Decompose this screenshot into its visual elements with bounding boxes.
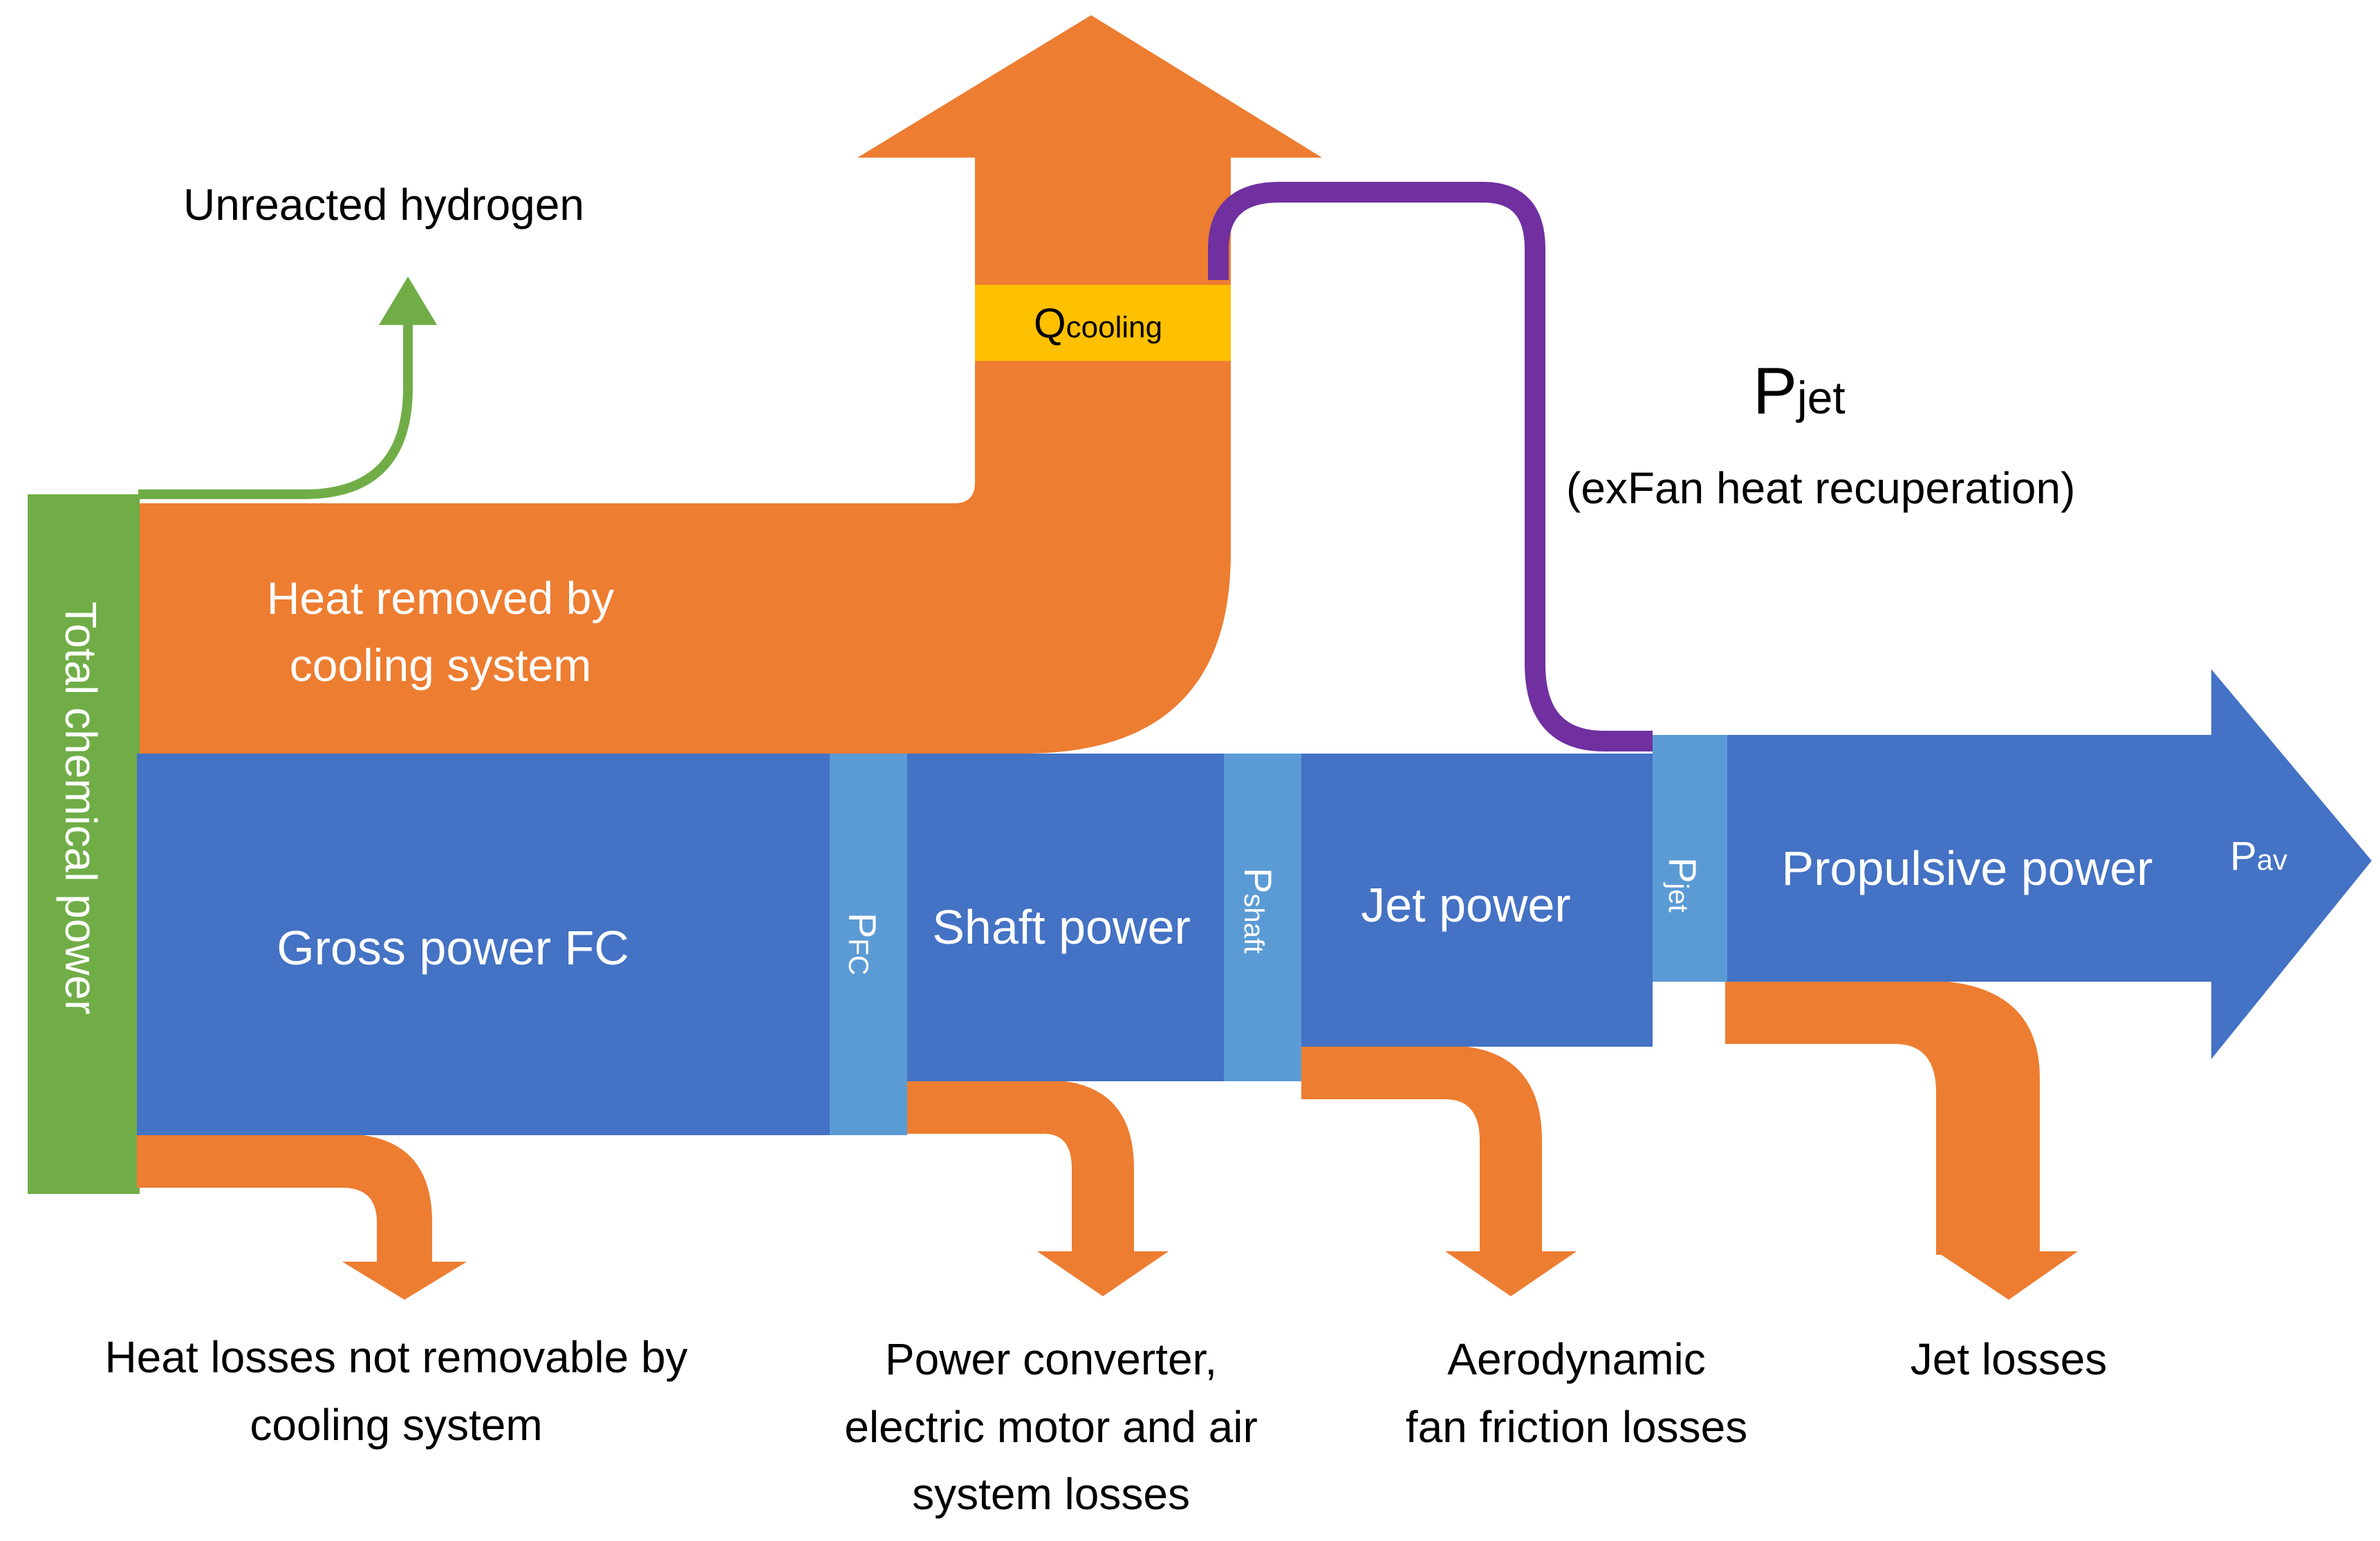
heat-losses-label-line2: cooling system xyxy=(250,1400,542,1450)
propulsive-power-label: Propulsive power xyxy=(1782,841,2153,895)
power-converter-losses-arrowhead xyxy=(1037,1251,1169,1296)
jet-losses-arrow-body xyxy=(1725,980,2040,1255)
shaft-power-label: Shaft power xyxy=(932,900,1191,954)
total-chemical-power-label: Total chemical power xyxy=(56,601,106,1015)
gross-power-fc-label: Gross power FC xyxy=(277,921,629,975)
power-converter-label-line2: electric motor and air xyxy=(844,1402,1258,1452)
propulsive-power-flow xyxy=(1653,735,2213,982)
total-chemical-power-bar xyxy=(28,494,140,1194)
jet-power-label: Jet power xyxy=(1361,878,1570,932)
pjet-top-label: Pjet xyxy=(1753,354,1846,428)
unreacted-hydrogen-label: Unreacted hydrogen xyxy=(183,180,584,230)
pshaft-label: Pshaft xyxy=(1236,868,1280,953)
pjet-top-sub: jet xyxy=(1796,372,1846,423)
jet-losses-arrowhead xyxy=(1936,1251,2078,1300)
heat-removed-flow xyxy=(137,138,1231,754)
pav-label: Pav xyxy=(2230,834,2287,879)
pfc-label: PFC xyxy=(841,913,884,975)
pfc-main: P xyxy=(841,913,884,938)
pav-main: P xyxy=(2230,834,2257,879)
heat-removed-label-line2: cooling system xyxy=(290,639,592,691)
heat-removed-arrowhead xyxy=(857,15,1322,158)
pjet-mid-main: P xyxy=(1661,857,1704,883)
pfc-sub: FC xyxy=(843,938,873,975)
jet-power-flow xyxy=(1301,754,1653,1047)
power-converter-label-line1: Power converter, xyxy=(885,1334,1217,1384)
heat-losses-arrow-body xyxy=(137,1134,432,1265)
power-converter-label-line3: system losses xyxy=(912,1469,1190,1519)
pjet-recuperation-line xyxy=(1208,182,1653,751)
heat-losses-label-line1: Heat losses not removable by xyxy=(104,1332,687,1382)
unreacted-hydrogen-arrow xyxy=(138,325,413,499)
pshaft-sub: shaft xyxy=(1238,893,1269,953)
q-cooling-sub: cooling xyxy=(1066,310,1162,344)
q-cooling-band xyxy=(975,285,1231,361)
unreacted-hydrogen-arrowhead xyxy=(379,277,437,325)
jet-losses-label: Jet losses xyxy=(1910,1334,2108,1384)
q-cooling-main: Q xyxy=(1034,300,1066,346)
pjet-mid-sub: jet xyxy=(1663,882,1693,912)
pshaft-main: P xyxy=(1236,868,1280,893)
pjet-band xyxy=(1653,735,1727,982)
gross-power-fc-flow xyxy=(137,754,907,1135)
pjet-mid-label: Pjet xyxy=(1661,857,1704,913)
pshaft-band xyxy=(1224,754,1301,1081)
aero-losses-label-line1: Aerodynamic xyxy=(1447,1334,1706,1384)
aero-losses-label-line2: fan friction losses xyxy=(1406,1402,1747,1452)
pav-sub: av xyxy=(2257,843,2287,876)
heat-losses-arrowhead xyxy=(342,1262,467,1300)
q-cooling-label: Qcooling xyxy=(1034,300,1162,346)
exfan-note-label: (exFan heat recuperation) xyxy=(1566,463,2075,513)
pjet-top-main: P xyxy=(1753,354,1797,428)
aero-losses-arrowhead xyxy=(1445,1251,1577,1296)
pfc-band xyxy=(830,754,907,1135)
power-converter-losses-arrow-body xyxy=(907,1080,1134,1255)
heat-removed-label-line1: Heat removed by xyxy=(267,572,615,624)
propulsive-power-arrowhead xyxy=(2211,669,2372,1059)
aero-losses-arrow-body xyxy=(1301,1045,1542,1255)
